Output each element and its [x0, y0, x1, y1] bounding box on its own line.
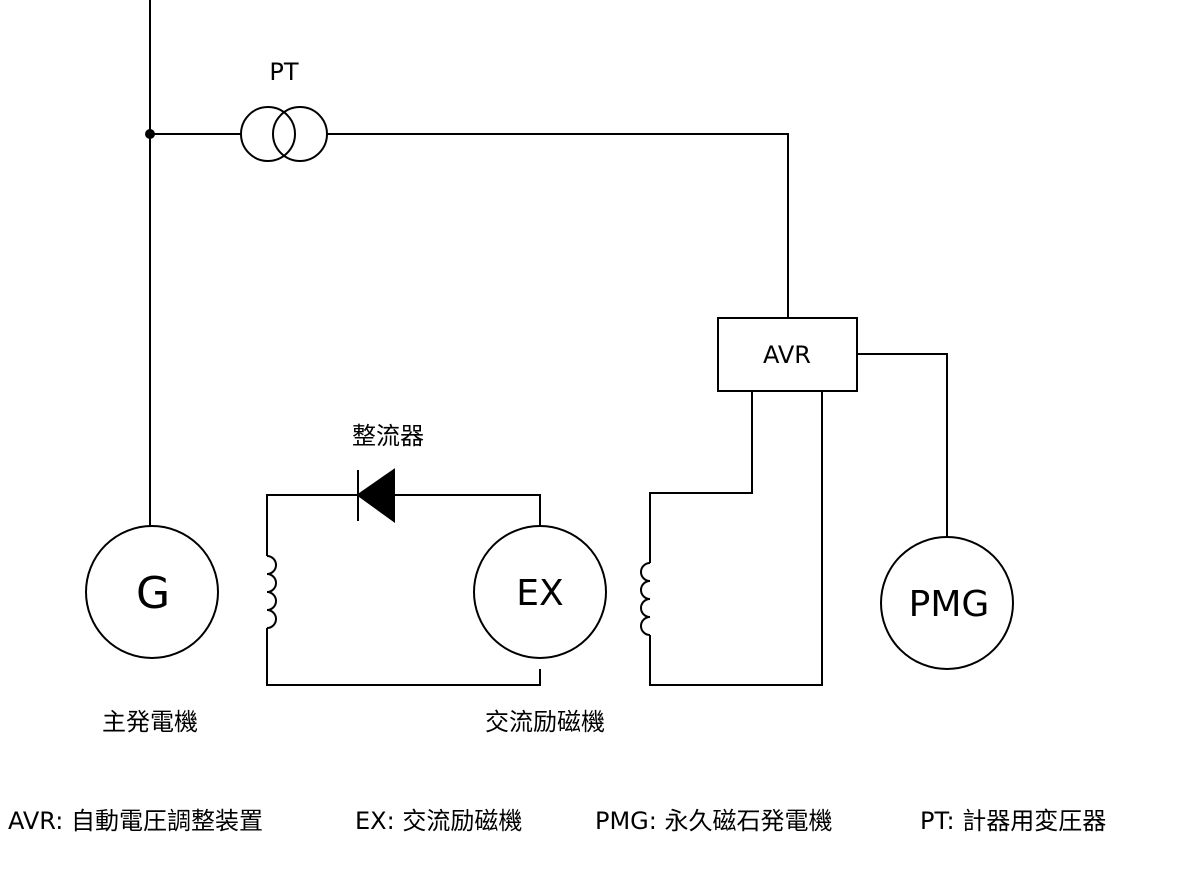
- exciter-label: EX: [516, 573, 563, 614]
- pt-transformer-symbol: [240, 106, 328, 162]
- avr-field-wire-upper: [649, 391, 753, 563]
- pt-label: PT: [269, 58, 298, 86]
- legend-pmg: PMG: 永久磁石発電機: [595, 807, 833, 835]
- generator-circle: [85, 525, 219, 659]
- avr-to-pmg-wire: [857, 353, 948, 537]
- exciter-circle: [473, 525, 607, 659]
- rectifier-label: 整流器: [352, 422, 424, 450]
- pt-coil-left: [240, 106, 296, 162]
- generator-label: G: [136, 568, 170, 619]
- exciter-caption: 交流励磁機: [485, 708, 605, 736]
- generator-caption: 主発電機: [102, 708, 198, 736]
- diode-symbol: [356, 468, 395, 523]
- rectifier-loop-top: [266, 494, 541, 556]
- rotor-coil: [266, 555, 277, 629]
- pt-to-avr-wire: [327, 133, 789, 318]
- legend-ex: EX: 交流励磁機: [355, 807, 522, 835]
- avr-label: AVR: [763, 341, 811, 369]
- pt-coil-right: [272, 106, 328, 162]
- legend-avr: AVR: 自動電圧調整装置: [8, 807, 263, 835]
- diode-triangle: [356, 468, 395, 523]
- legend-pt: PT: 計器用変圧器: [920, 807, 1106, 835]
- field-coil: [640, 562, 651, 636]
- pmg-circle: [880, 536, 1014, 670]
- pmg-label: PMG: [909, 584, 990, 625]
- avr-field-wire-lower: [649, 391, 823, 686]
- avr-box: [717, 317, 858, 392]
- rectifier-loop-bottom: [266, 628, 541, 686]
